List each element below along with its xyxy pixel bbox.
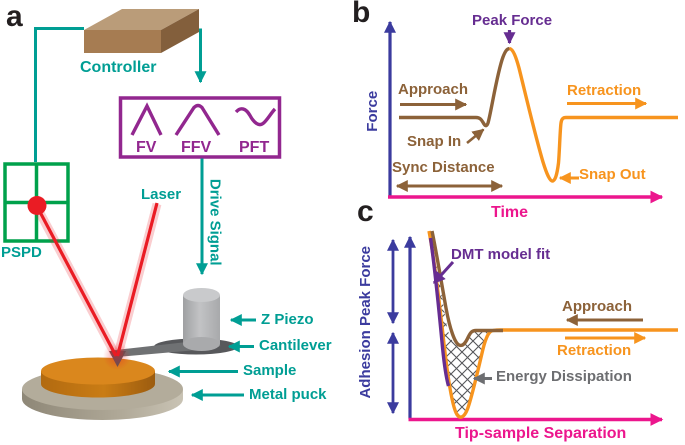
dmt-model-fit-label: DMT model fit xyxy=(451,246,551,263)
ffv-label: FFV xyxy=(181,139,212,156)
energy-dissipation-label: Energy Dissipation xyxy=(496,368,632,385)
force-axis-label: Force xyxy=(363,90,381,132)
signal-generator-box xyxy=(118,96,282,159)
controller-label: Controller xyxy=(80,59,157,76)
sync-distance-label: Sync Distance xyxy=(392,159,495,176)
peak-force-label: Peak Force xyxy=(472,12,553,29)
laser-label: Laser xyxy=(141,186,182,203)
dmt-fit-curve xyxy=(428,237,451,387)
snap-in-label: Snap In xyxy=(407,133,462,150)
retraction-label-c: Retraction xyxy=(557,342,632,359)
adhesion-peak-force-axis-label: Adhesion Peak Force xyxy=(356,245,374,399)
time-axis-label: Time xyxy=(491,204,529,221)
dmt-fit-arrow xyxy=(432,260,455,285)
fv-waveform-icon xyxy=(130,102,163,136)
snap-in-arrow xyxy=(466,128,485,145)
panel-b-label: b xyxy=(352,0,371,29)
metal-puck-label: Metal puck xyxy=(249,386,327,403)
sample-disk xyxy=(41,357,155,398)
wire-controller-to-pspd xyxy=(34,27,84,162)
sample-label: Sample xyxy=(243,362,297,379)
laser-spot-on-pspd xyxy=(27,196,47,215)
panel-c-label: c xyxy=(357,195,374,228)
ffv-waveform-icon xyxy=(174,103,221,136)
laser-beam xyxy=(36,202,162,370)
pft-waveform-icon xyxy=(234,107,277,127)
approach-label-b: Approach xyxy=(398,81,469,98)
panel-c-graphics xyxy=(387,230,678,426)
fv-label: FV xyxy=(136,139,157,156)
z-piezo-label: Z Piezo xyxy=(261,311,314,328)
drive-signal-label: Drive Signal xyxy=(206,178,224,266)
tip-sample-separation-axis-label: Tip-sample Separation xyxy=(455,425,627,442)
approach-label-c: Approach xyxy=(562,298,633,315)
pft-label: PFT xyxy=(239,139,270,156)
approach-curve-b xyxy=(399,46,510,128)
pspd-label: PSPD xyxy=(1,244,42,261)
z-piezo-cylinder xyxy=(183,288,220,351)
panel-a-label: a xyxy=(6,0,23,33)
panel-b-graphics xyxy=(384,20,678,204)
retraction-label-b: Retraction xyxy=(567,82,642,99)
panel-a-graphics xyxy=(3,9,282,420)
snap-out-label: Snap Out xyxy=(579,166,646,183)
retraction-curve-b xyxy=(508,46,678,183)
cantilever-label: Cantilever xyxy=(259,337,332,354)
controller-box xyxy=(84,9,199,53)
